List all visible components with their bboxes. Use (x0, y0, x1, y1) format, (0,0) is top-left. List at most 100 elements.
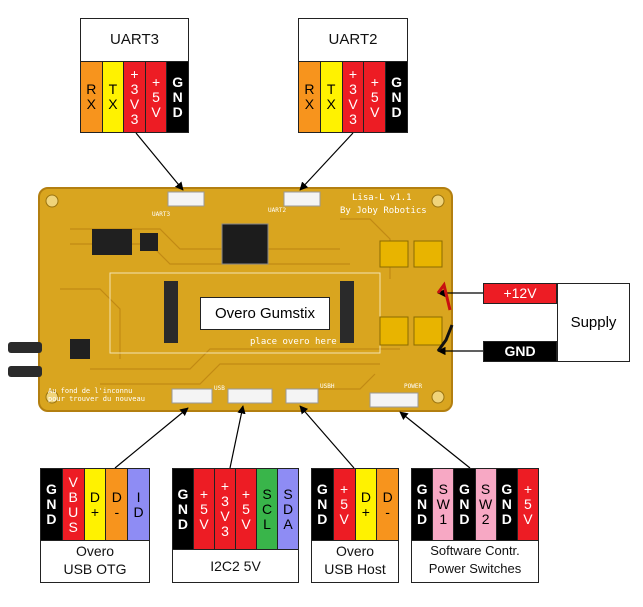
arrow-uart3 (135, 132, 184, 191)
i2c2-connector: G N D + 5 V + 3 V 3 + 5 V S C L S D A I2C2 5V (172, 468, 299, 583)
i2c2-title: I2C2 5V (210, 558, 261, 574)
pin-label: + 5 V (370, 73, 380, 120)
usb-otg-pins: G N D V B U S D + D - I D (41, 469, 149, 541)
pin-cell: R X (81, 62, 102, 132)
silk-place: place overo here (250, 337, 337, 347)
pin-label: R X (86, 81, 97, 112)
pin-cell: + 3 V 3 (123, 62, 145, 132)
pin-cell: + 3 V 3 (214, 469, 235, 549)
pin-cell: D - (105, 469, 128, 540)
pin-cell: S C L (256, 469, 277, 549)
power-switches-connector: G N D S W 1 G N D S W 2 G N D + 5 V Software … (411, 468, 539, 583)
uart2-title: UART2 (328, 31, 378, 48)
module-label: Overo Gumstix (200, 297, 330, 330)
pin-cell: + 5 V (516, 469, 539, 540)
pin-cell: I D (127, 469, 149, 540)
pin-cell: G N D (412, 469, 433, 540)
pin-label: T X (108, 81, 118, 112)
pin-cell: G N D (41, 469, 62, 540)
board-traces (45, 191, 445, 408)
pcb-board: Lisa-L v1.1 By Joby Robotics place overo… (38, 187, 453, 412)
silk-usb: USB (214, 385, 225, 392)
uart2-connector: UART2 R X T X + 3 V 3 + 5 V G N D (298, 18, 408, 133)
pin-label: G N D (316, 481, 328, 527)
silk-power: POWER (404, 383, 423, 390)
pin-label: G N D (45, 481, 57, 527)
pin-cell: S W 1 (432, 469, 454, 540)
power-switches-pins: G N D S W 1 G N D S W 2 G N D + 5 V (412, 469, 539, 541)
supply-gnd-label: GND (483, 341, 557, 362)
pin-cell: + 5 V (235, 469, 256, 549)
pin-label: + 5 V (241, 485, 251, 532)
pin-cell: + 5 V (193, 469, 214, 549)
pin-label: + 3 V 3 (348, 66, 358, 127)
pin-cell: + 5 V (144, 62, 167, 132)
pin-label: D - (111, 488, 122, 520)
pin-label: + 5 V (151, 73, 161, 120)
usb-host-title: Overo USB Host (324, 543, 386, 577)
pin-label: R X (304, 81, 315, 112)
uart3-connector: UART3 R X T X + 3 V 3 + 5 V G N D (80, 18, 189, 133)
pin-label: G N D (458, 481, 470, 527)
silk-uart3: UART3 (152, 211, 171, 218)
pin-cell: D - (376, 469, 398, 540)
i2c2-pins: G N D + 5 V + 3 V 3 + 5 V S C L S D A (173, 469, 298, 550)
silk-subtitle: By Joby Robotics (340, 206, 427, 216)
pin-label: I D (133, 488, 144, 520)
pin-cell: D + (354, 469, 377, 540)
silk-uart2: UART2 (268, 207, 287, 214)
pin-cell: T X (319, 62, 342, 132)
pin-label: + 5 V (339, 481, 349, 527)
supply-box: Supply (557, 283, 630, 362)
pin-cell: + 3 V 3 (341, 62, 364, 132)
power-switches-title: Software Contr. Power Switches (428, 543, 522, 576)
pin-cell: S W 2 (474, 469, 496, 540)
usb-host-connector: G N D + 5 V D + D - Overo USB Host (311, 468, 399, 583)
arrow-usb-otg (114, 407, 189, 469)
pin-cell: V B U S (61, 469, 84, 540)
usb-otg-title: Overo USB OTG (63, 543, 127, 577)
usb-host-pins: G N D + 5 V D + D - (312, 469, 398, 541)
pin-cell: T X (101, 62, 124, 132)
uart3-title: UART3 (110, 31, 159, 48)
pin-label: G N D (416, 481, 428, 527)
pin-label: G N D (177, 485, 189, 532)
pin-label: + 3 V 3 (129, 66, 140, 127)
silk-usbh: USBH (320, 383, 335, 390)
pin-cell: R X (299, 62, 320, 132)
arrow-i2c2 (229, 405, 246, 469)
pin-cell: + 5 V (363, 62, 386, 132)
pin-label: G N D (391, 73, 403, 120)
pin-cell: D + (83, 469, 106, 540)
pin-label: S W 1 (436, 481, 450, 527)
arrow-usb-host (299, 405, 355, 469)
pin-cell: G N D (385, 62, 407, 132)
arrow-uart2 (299, 132, 354, 191)
arrow-power-switches (399, 411, 471, 469)
pin-cell: + 5 V (332, 469, 355, 540)
pin-cell: G N D (453, 469, 475, 540)
pin-label: D + (89, 488, 101, 520)
pin-label: V B U S (68, 473, 79, 535)
pin-label: + 5 V (523, 481, 533, 527)
pin-label: S W 2 (478, 481, 493, 527)
pin-label: S D A (282, 485, 294, 532)
silk-note: Au fond de l'inconnu pour trouver du nou… (48, 387, 145, 403)
usb-otg-connector: G N D V B U S D + D - I D Overo USB OTG (40, 468, 150, 583)
silk-title: Lisa-L v1.1 (352, 193, 412, 203)
pin-cell: G N D (495, 469, 517, 540)
pin-label: D - (382, 488, 393, 520)
pin-cell: G N D (173, 469, 193, 549)
pin-cell: G N D (166, 62, 188, 132)
left-cable-bottom (8, 366, 42, 377)
pin-label: + 5 V (199, 485, 209, 532)
pin-label: G N D (501, 481, 513, 527)
supply-plus-label: +12V (483, 283, 557, 304)
pin-cell: G N D (312, 469, 333, 540)
uart2-pins: R X T X + 3 V 3 + 5 V G N D (299, 61, 407, 132)
pin-label: T X (326, 81, 336, 112)
pin-label: G N D (172, 73, 184, 120)
pin-label: S C L (261, 485, 273, 532)
pin-label: D + (360, 488, 371, 520)
pin-label: + 3 V 3 (220, 478, 230, 539)
